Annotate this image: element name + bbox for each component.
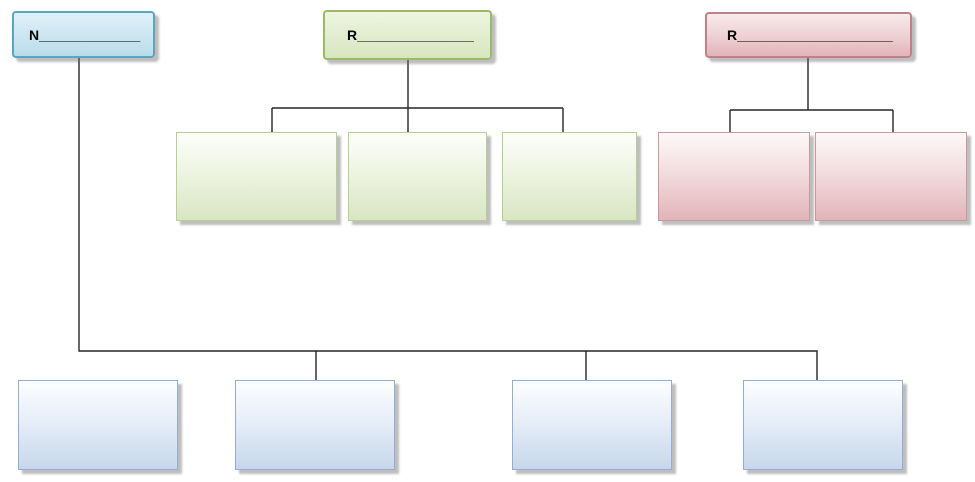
root-box-blue-label: N_____________	[29, 26, 141, 43]
blue-child-box-1[interactable]	[18, 380, 178, 470]
root-box-blue[interactable]: N_____________	[12, 11, 155, 58]
green-child-box-3[interactable]	[502, 132, 637, 221]
blue-child-box-2[interactable]	[235, 380, 395, 470]
connector-pink-tree	[729, 58, 894, 132]
green-child-box-2[interactable]	[348, 132, 487, 221]
pink-child-box-1[interactable]	[658, 132, 810, 221]
connector-green-tree	[271, 60, 564, 132]
green-child-box-1[interactable]	[176, 132, 337, 221]
root-box-pink-label: R____________________	[727, 27, 893, 43]
root-box-pink[interactable]: R____________________	[705, 12, 912, 58]
root-box-green[interactable]: R_______________	[323, 10, 492, 60]
pink-child-box-2[interactable]	[815, 132, 967, 221]
blue-child-box-3[interactable]	[512, 380, 672, 470]
root-box-green-label: R_______________	[347, 27, 474, 43]
blue-child-box-4[interactable]	[743, 380, 903, 470]
